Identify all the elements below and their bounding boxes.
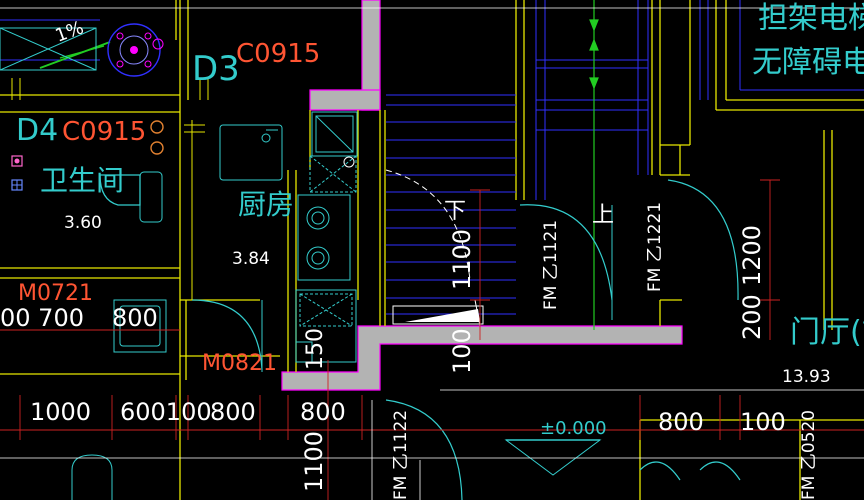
dim-v-150: 150	[303, 328, 328, 370]
dim-v-1200: 1200	[738, 225, 766, 286]
dimension-lines	[0, 179, 864, 500]
guide-lines	[0, 7, 864, 500]
lobby-label: 门厅(前	[790, 315, 864, 350]
elevator-label-1: 担架电梯	[758, 1, 864, 36]
kitchen-label: 厨房	[238, 188, 294, 221]
window-d3-code: C0915	[236, 39, 320, 69]
dim-v-100: 100	[448, 328, 476, 374]
dim-left-700: 00 700	[0, 304, 84, 332]
dim-v-1100-b: 1100	[300, 431, 328, 492]
fire-door-1122: FM 乙1122	[391, 410, 411, 500]
dim-bottom-100: 100	[740, 408, 786, 436]
dim-v-1100-a: 1100	[448, 229, 476, 290]
bathroom-label: 卫生间	[40, 164, 124, 197]
dim-bottom-800-c: 800	[658, 408, 704, 436]
outlets	[11, 155, 23, 191]
window-d4-code: C0915	[62, 117, 146, 147]
bathroom-area: 3.60	[64, 213, 102, 233]
fan-fixture	[107, 23, 164, 77]
stair-axis	[39, 0, 599, 330]
dim-left-800: 800	[112, 304, 158, 332]
window-markers	[11, 78, 209, 300]
dim-bottom-1000: 1000	[30, 398, 91, 426]
vent-circles	[150, 120, 355, 168]
stair-wedge	[392, 299, 484, 327]
fire-door-1121: FM 乙1121	[541, 220, 561, 310]
wall-lower-l	[281, 325, 683, 391]
wall-lintel	[309, 89, 381, 111]
lobby-area: 13.93	[782, 367, 831, 387]
dim-bottom-600100: 600100	[120, 398, 212, 426]
kitchen-area: 3.84	[232, 249, 270, 269]
window-d4-tag: D4	[16, 113, 58, 148]
fire-door-1221: FM 乙1221	[645, 202, 665, 292]
dim-v-200: 200	[738, 294, 766, 340]
elevation-mark: ±0.000	[540, 418, 607, 439]
door-m0821: M0821	[202, 351, 277, 376]
walls	[281, 0, 683, 391]
fixtures	[0, 27, 741, 500]
fire-door-0520: FM 乙0520	[799, 410, 819, 500]
pct-mark: 1%	[53, 17, 87, 47]
stair-down-label: 下	[444, 199, 466, 224]
door-m0721: M0721	[18, 281, 93, 306]
dim-bottom-800-b: 800	[300, 398, 346, 426]
window-d3-tag: D3	[192, 49, 240, 89]
dim-bottom-800-a: 800	[210, 398, 256, 426]
stair-lines	[0, 0, 864, 315]
stair-up-label: 上	[592, 203, 614, 228]
elevator-label-2: 无障碍电梯	[752, 45, 864, 80]
